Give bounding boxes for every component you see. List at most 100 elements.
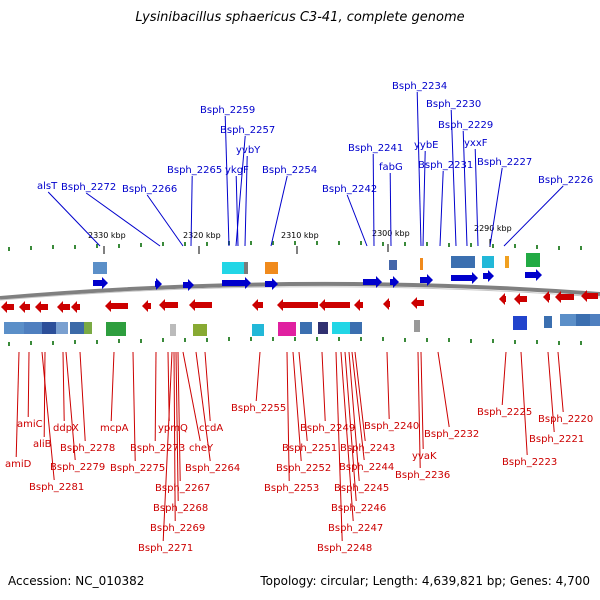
reverse-feature-box: [560, 314, 576, 326]
forward-gene-arrow: [451, 272, 478, 284]
reverse-gene-label: mcpA: [100, 423, 129, 434]
reverse-gene-leader: [351, 351, 365, 461]
tick-mark-bottom: [96, 340, 98, 344]
reverse-gene-label: ypmQ: [158, 423, 188, 434]
tick-mark-bottom: [206, 338, 208, 342]
forward-gene-label: yybE: [414, 140, 439, 151]
reverse-feature-box: [414, 320, 420, 332]
tick-mark-bottom: [74, 340, 76, 344]
reverse-gene-leader: [110, 351, 115, 422]
reverse-gene-label: Bsph_2243: [340, 443, 395, 454]
forward-gene-arrow: [363, 276, 382, 288]
reverse-gene-leader: [162, 351, 173, 542]
tick-mark-bottom: [514, 340, 516, 344]
reverse-gene-label: Bsph_2248: [317, 543, 372, 554]
reverse-gene-arrow: [189, 299, 212, 311]
reverse-feature-box: [193, 324, 207, 336]
forward-gene-label: Bsph_2266: [122, 184, 177, 195]
reverse-gene-arrow: [71, 301, 80, 313]
forward-feature-box: [265, 262, 278, 274]
tick-mark-bottom: [140, 339, 142, 343]
tick-mark-top: [448, 243, 450, 247]
reverse-feature-box: [4, 322, 24, 334]
reverse-gene-leader: [501, 351, 507, 406]
reverse-gene-label: ddpX: [53, 423, 79, 434]
forward-gene-label: fabG: [379, 162, 403, 173]
reverse-gene-leader: [286, 351, 290, 482]
tick-mark-top: [470, 243, 472, 247]
tick-mark-top: [316, 241, 318, 245]
forward-gene-label: Bsph_2259: [200, 105, 255, 116]
forward-gene-arrow: [93, 277, 108, 289]
reverse-gene-leader: [298, 351, 308, 442]
tick-mark-bottom: [8, 342, 10, 346]
forward-gene-leader: [270, 175, 288, 247]
forward-gene-label: yvbY: [236, 145, 261, 156]
reverse-feature-box: [252, 324, 264, 336]
reverse-gene-label: Bsph_2232: [424, 429, 479, 440]
reverse-gene-label: Bsph_2236: [395, 470, 450, 481]
forward-gene-label: Bsph_2230: [426, 99, 481, 110]
tick-mark-bottom: [470, 339, 472, 343]
reverse-feature-box: [24, 322, 42, 334]
reverse-gene-arrow: [252, 299, 263, 311]
reverse-gene-arrow: [514, 293, 527, 305]
tick-mark-bottom: [30, 341, 32, 345]
reverse-gene-arrow: [105, 300, 128, 312]
forward-gene-leader: [235, 175, 239, 247]
reverse-gene-leader: [79, 351, 86, 442]
reverse-gene-arrow: [277, 299, 318, 311]
forward-gene-arrow: [390, 276, 399, 288]
forward-gene-leader: [346, 194, 368, 247]
forward-gene-label: Bsph_2229: [438, 120, 493, 131]
tick-mark-top: [206, 242, 208, 246]
tick-mark-top: [96, 244, 98, 248]
reverse-gene-leader: [173, 351, 176, 522]
axis-tick-label: 2330 kbp: [88, 231, 126, 240]
forward-gene-leader: [224, 115, 230, 247]
tick-mark-top: [426, 242, 428, 246]
forward-gene-arrow: [525, 269, 542, 281]
reverse-gene-label: amiC: [17, 419, 43, 430]
reverse-gene-leader: [321, 351, 326, 422]
forward-feature-box: [244, 262, 248, 274]
reverse-gene-label: amiD: [5, 459, 32, 470]
reverse-gene-leader: [520, 351, 528, 456]
tick-mark-bottom: [404, 338, 406, 342]
tick-mark-bottom: [558, 341, 560, 345]
reverse-feature-box: [513, 316, 527, 330]
forward-gene-leader: [146, 194, 184, 247]
reverse-gene-label: Bsph_2220: [538, 414, 593, 425]
forward-gene-arrow: [420, 274, 433, 286]
reverse-feature-box: [332, 322, 350, 334]
forward-gene-leader: [422, 150, 426, 247]
forward-gene-leader: [474, 148, 479, 247]
reverse-gene-leader: [41, 351, 55, 481]
reverse-gene-arrow: [499, 293, 506, 305]
tick-mark-top: [360, 241, 362, 245]
accession-text: Accession: NC_010382: [8, 574, 145, 588]
reverse-gene-label: Bsph_2271: [138, 543, 193, 554]
reverse-gene-label: Bsph_2264: [185, 463, 240, 474]
tick-mark-bottom: [492, 339, 494, 343]
tick-mark-bottom: [536, 340, 538, 344]
reverse-gene-arrow: [411, 297, 424, 309]
reverse-gene-leader: [340, 351, 354, 522]
forward-gene-leader: [190, 175, 193, 247]
reverse-gene-arrow: [319, 299, 350, 311]
tick-mark-bottom: [162, 338, 164, 342]
reverse-gene-leader: [344, 351, 357, 502]
tick-mark-top: [536, 245, 538, 249]
forward-gene-leader: [503, 185, 564, 247]
reverse-gene-leader: [132, 351, 136, 462]
forward-gene-leader: [462, 130, 468, 247]
reverse-gene-leader: [43, 351, 46, 438]
tick-mark-bottom: [184, 338, 186, 342]
forward-gene-label: Bsph_2242: [322, 184, 377, 195]
tick-mark-top: [580, 246, 582, 250]
tick-mark-top: [118, 244, 120, 248]
tick-mark-bottom: [580, 341, 582, 345]
forward-gene-leader: [372, 153, 375, 247]
reverse-gene-arrow: [354, 299, 363, 311]
forward-gene-label: Bsph_2257: [220, 125, 275, 136]
